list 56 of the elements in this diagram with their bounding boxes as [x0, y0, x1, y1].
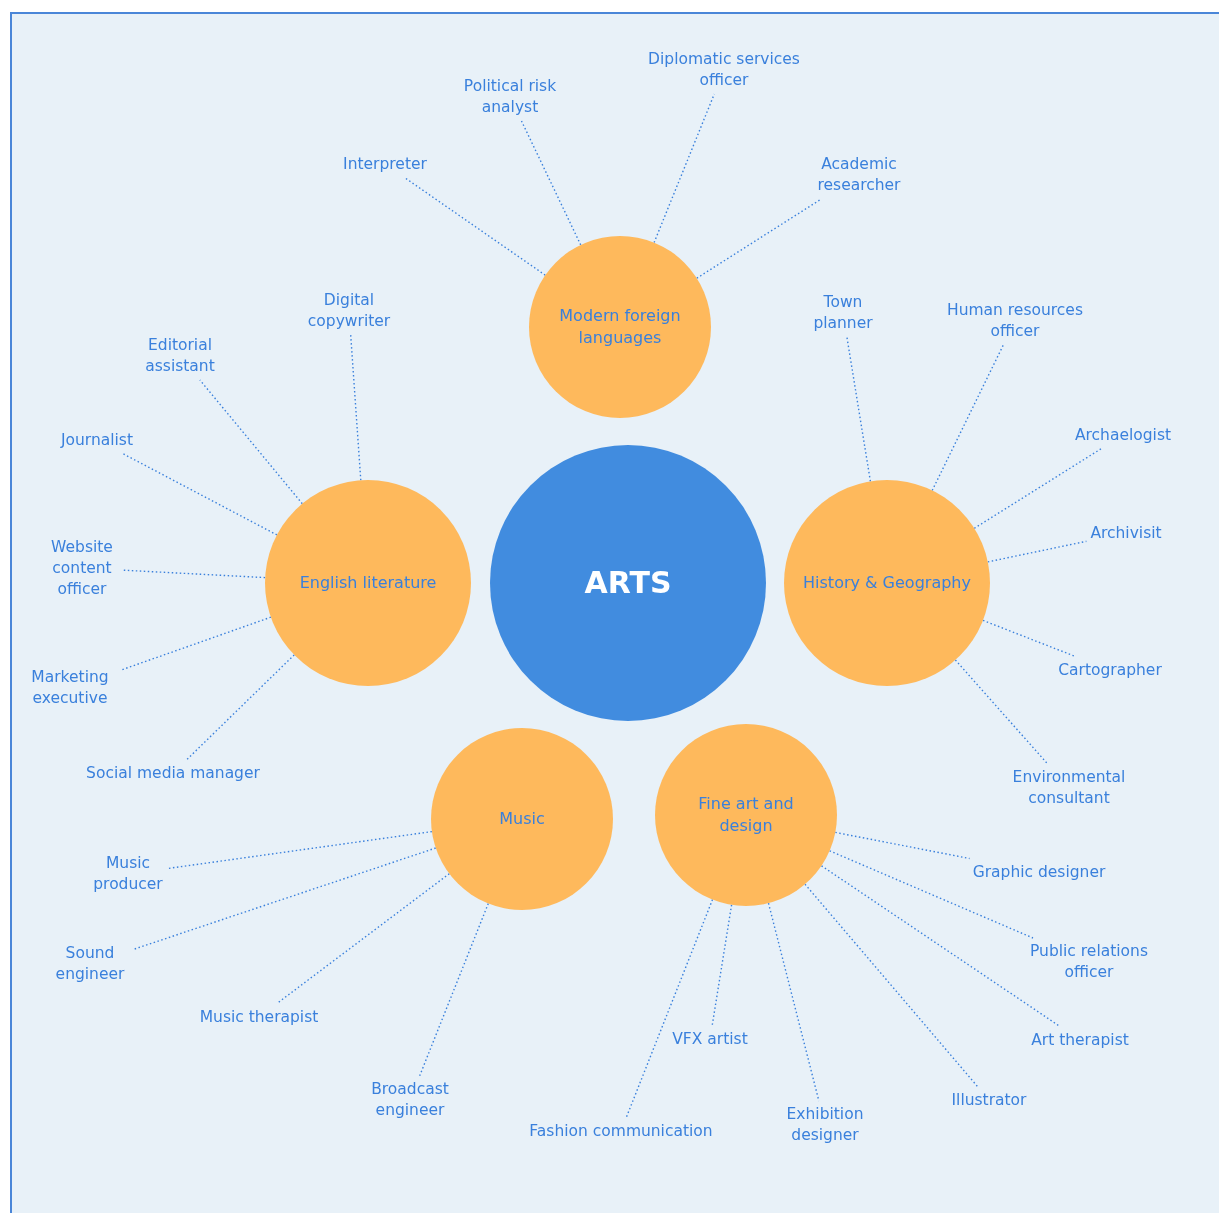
career-label: Town planner: [806, 291, 880, 335]
dotted-connector: [350, 334, 362, 481]
dotted-connector: [820, 865, 1061, 1028]
dotted-connector: [166, 830, 433, 870]
central-title: ARTS: [583, 572, 673, 594]
career-label: Diplomatic services officer: [632, 48, 816, 92]
career-label: Music therapist: [197, 1005, 321, 1029]
dotted-connector: [931, 344, 1004, 492]
career-label: Graphic designer: [970, 860, 1108, 884]
subject-title: Modern foreign languages: [558, 305, 682, 349]
career-label: VFX artist: [670, 1027, 750, 1051]
dotted-connector: [276, 873, 450, 1005]
career-label: Social media manager: [84, 761, 262, 785]
dotted-connector: [520, 120, 582, 246]
dotted-connector: [711, 904, 733, 1027]
career-label: Marketing executive: [20, 666, 120, 710]
career-label: Art therapist: [1029, 1028, 1131, 1052]
dotted-connector: [625, 898, 714, 1119]
dotted-connector: [828, 850, 1034, 939]
dotted-connector: [804, 883, 979, 1088]
dotted-connector: [186, 654, 295, 761]
career-label: Fashion communication: [527, 1119, 715, 1143]
dotted-connector: [696, 198, 822, 279]
dotted-connector: [954, 659, 1049, 765]
career-label: Digital copywriter: [297, 289, 401, 333]
dotted-connector: [982, 619, 1077, 658]
subject-title: English literature: [298, 572, 438, 594]
dotted-connector: [121, 452, 278, 536]
career-label: Cartographer: [1056, 658, 1164, 682]
career-label: Exhibition designer: [778, 1103, 872, 1147]
career-label: Archaelogist: [1072, 423, 1174, 447]
dotted-connector: [122, 569, 266, 579]
career-label: Archivisit: [1088, 521, 1164, 545]
dotted-connector: [846, 336, 872, 482]
career-label: Human resources officer: [933, 299, 1097, 343]
career-label: Editorial assistant: [133, 334, 227, 378]
dotted-connector: [133, 847, 437, 950]
dotted-connector: [403, 176, 546, 276]
dotted-connector: [834, 831, 971, 860]
career-label: Sound engineer: [48, 942, 132, 986]
career-label: Illustrator: [949, 1088, 1029, 1112]
subject-title: Fine art and design: [697, 793, 795, 837]
career-label: Academic researcher: [807, 153, 911, 197]
career-label: Journalist: [58, 428, 136, 452]
dotted-connector: [120, 616, 272, 671]
career-label: Political risk analyst: [453, 75, 567, 119]
career-label: Music producer: [91, 852, 165, 896]
career-label: Environmental consultant: [1002, 766, 1136, 810]
subject-title: History & Geography: [802, 572, 972, 594]
career-label: Website content officer: [42, 535, 122, 601]
subject-title: Music: [498, 808, 546, 830]
career-label: Public relations officer: [1017, 940, 1161, 984]
dotted-connector: [199, 379, 303, 505]
dotted-connector: [418, 902, 489, 1077]
career-label: Interpreter: [341, 152, 429, 176]
career-label: Broadcast engineer: [360, 1078, 460, 1122]
